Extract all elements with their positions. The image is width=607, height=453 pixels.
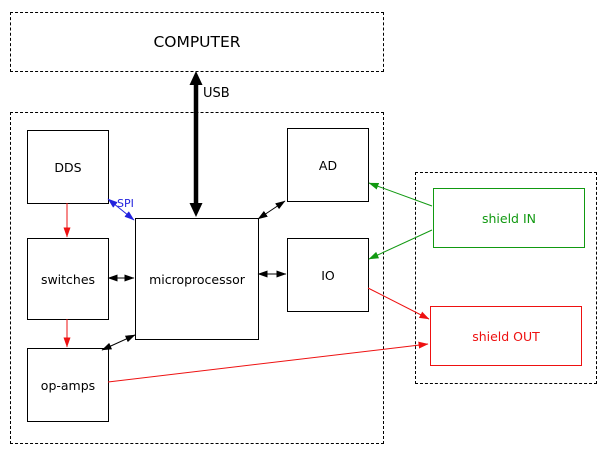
io-label: IO [321,267,335,283]
shield-out-box: shield OUT [430,306,582,366]
shield-out-label: shield OUT [472,328,540,344]
opamps-label: op-amps [40,377,96,393]
spi-label: SPI [117,197,134,210]
io-box: IO [287,238,369,312]
shield-in-label: shield IN [481,210,537,226]
shield-panel-box [415,172,597,384]
switches-label: switches [40,271,96,287]
switches-box: switches [27,238,109,320]
microprocessor-label: microprocessor [149,271,245,287]
dds-label: DDS [54,159,82,175]
opamps-box: op-amps [27,348,109,422]
computer-label: COMPUTER [153,33,241,51]
dds-box: DDS [27,130,109,204]
ad-box: AD [287,128,369,202]
computer-box: COMPUTER [10,12,384,72]
shield-in-box: shield IN [433,188,585,248]
microprocessor-box: microprocessor [135,218,259,340]
usb-label: USB [203,86,230,101]
ad-label: AD [318,157,338,173]
